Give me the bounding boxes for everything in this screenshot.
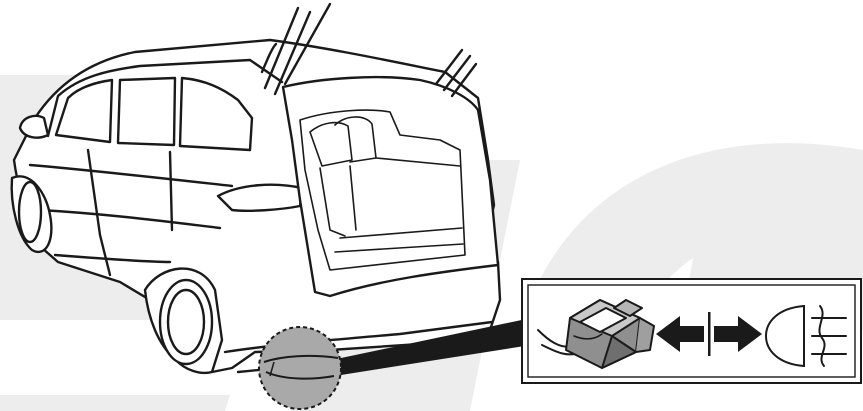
wiring-connector-icon [537,299,655,369]
arrow-left-icon [656,316,704,352]
vertical-bar-icon [708,312,711,356]
car-rear-three-quarter-icon [10,2,502,374]
callout-pointer [322,318,531,378]
dashed-circle-highlight-icon [258,326,342,410]
arrow-right-icon [714,316,762,352]
rear-fog-lamp-symbol-icon [764,304,847,368]
